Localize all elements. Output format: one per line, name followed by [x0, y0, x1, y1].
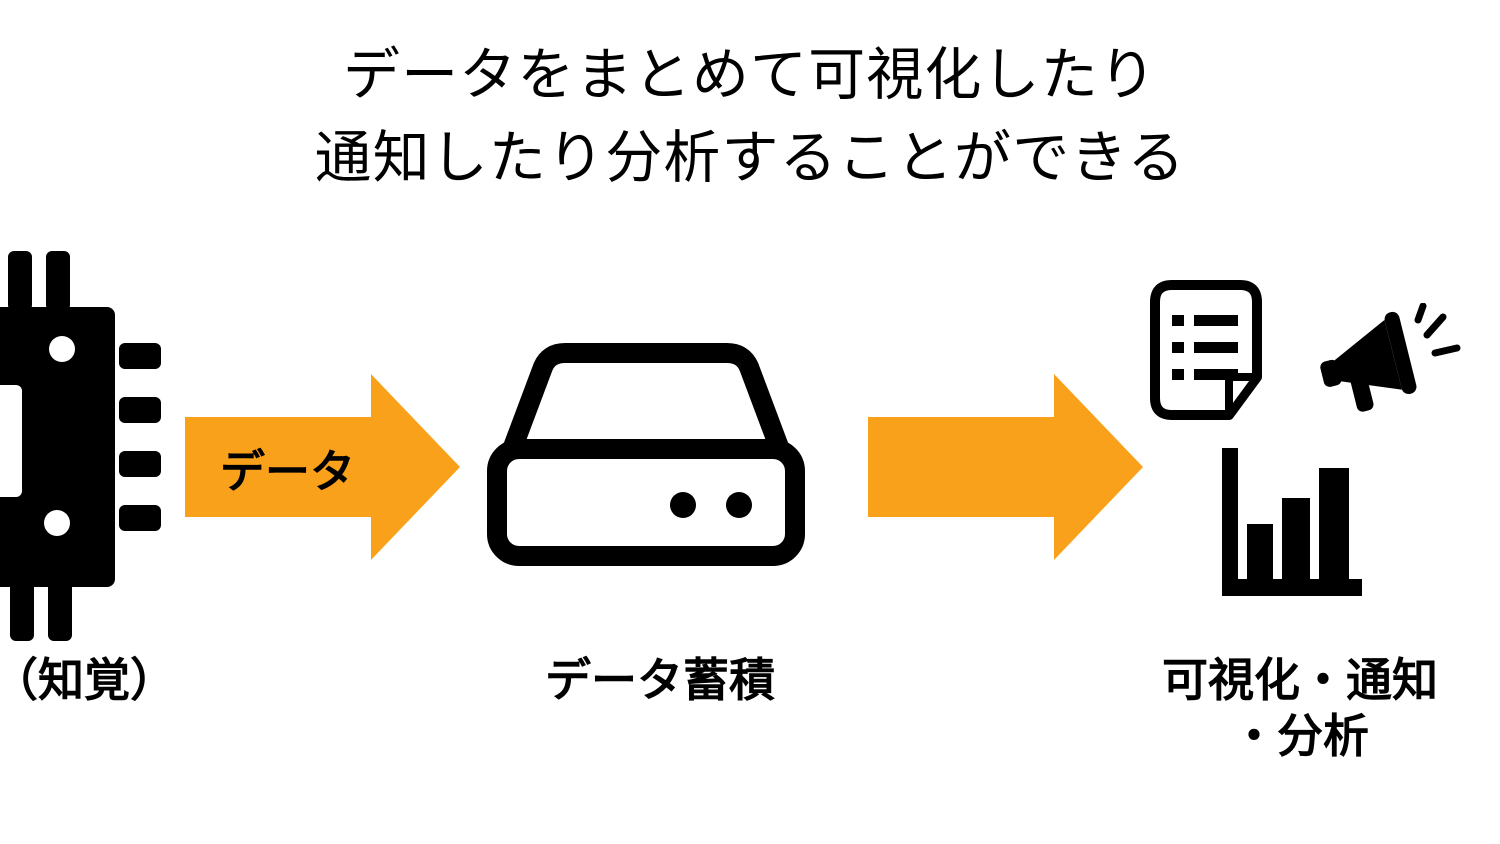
outputs-label-line-2: ・分析 — [1231, 710, 1369, 763]
arrow-data-label: データ — [219, 445, 355, 497]
page-title: データをまとめて可視化したり 通知したり分析することができる — [0, 34, 1500, 199]
outputs-label-line-1: 可視化・通知 — [1162, 654, 1438, 706]
bar-chart-icon — [1222, 448, 1362, 596]
sensor-label: （知覚） — [0, 654, 176, 706]
storage-label: データ蓄積 — [545, 654, 775, 706]
title-line-1: データをまとめて可視化したり — [343, 43, 1157, 107]
title-line-2: 通知したり分析することができる — [314, 125, 1186, 190]
megaphone-icon — [1320, 303, 1461, 412]
document-list-icon — [1150, 280, 1262, 420]
right-arrow-icon — [868, 374, 1143, 560]
right-arrow-icon — [185, 374, 460, 560]
data-flow-arrow-2 — [868, 374, 1143, 560]
data-flow-arrow-1 — [185, 374, 460, 560]
storage-box-icon — [487, 343, 805, 566]
outputs-label: 可視化・通知 ・分析 — [1130, 652, 1470, 764]
sensor-chip-icon — [0, 251, 161, 641]
